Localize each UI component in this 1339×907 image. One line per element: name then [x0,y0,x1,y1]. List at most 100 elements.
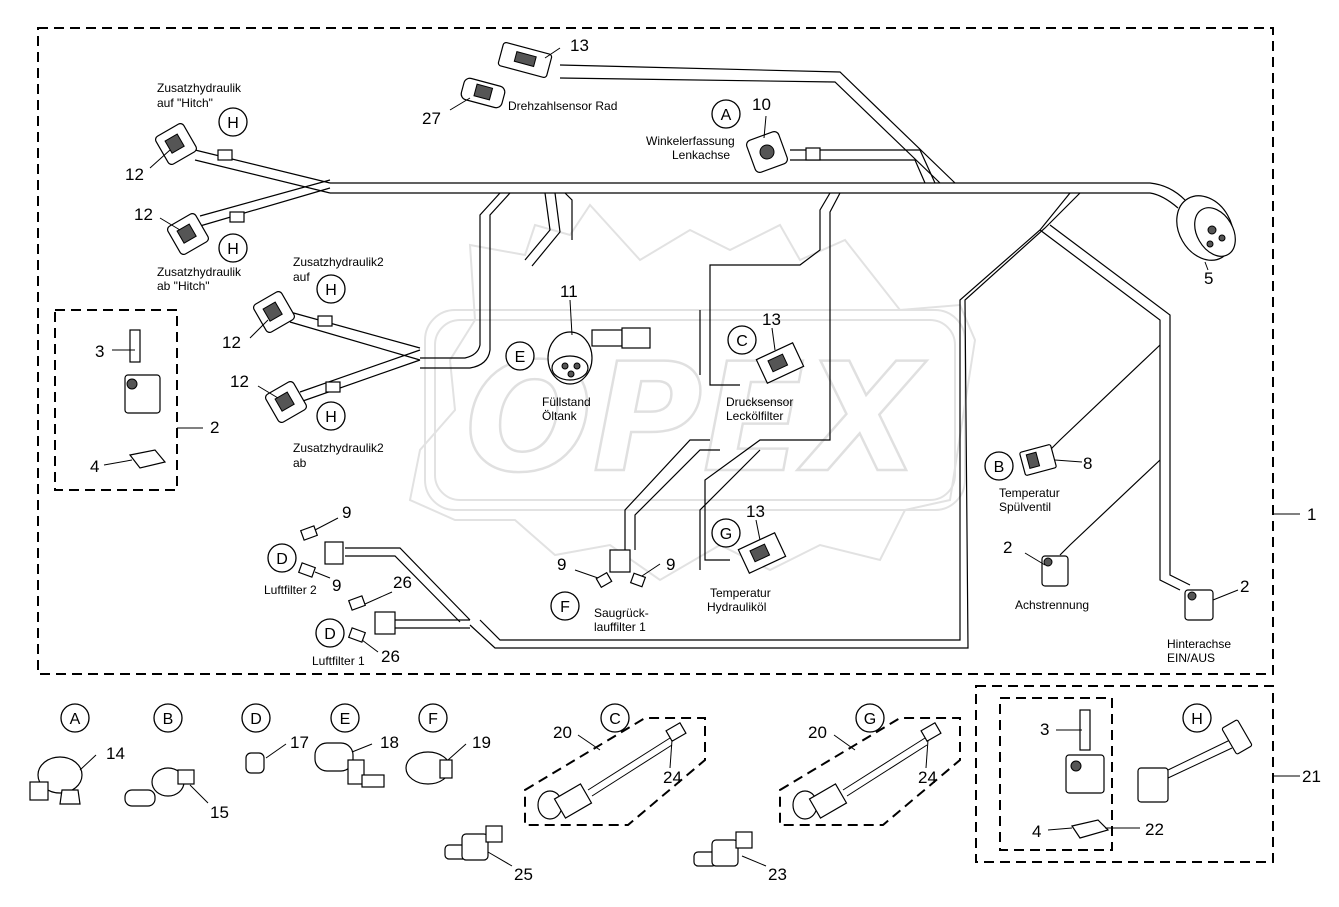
svg-text:D: D [276,551,288,568]
part-number-13-mid: 13 [762,310,781,329]
connector-8 [1019,444,1057,476]
part-14 [29,756,83,805]
part-number-4-left: 4 [90,457,99,476]
circle-A-top: A [711,99,741,129]
circle-C-mid: C [727,325,757,355]
circle-H-bot: H [1182,703,1212,733]
svg-text:H: H [325,282,337,299]
cable-kit-C [537,721,687,820]
part-number-2-hinter: 2 [1240,577,1249,596]
circle-B-bot: B [153,703,183,733]
part-number-13-top: 13 [570,36,589,55]
part-23 [693,831,753,867]
label-zh2-auf-1: Zusatzhydraulik2 [293,255,384,269]
part-number-17: 17 [290,733,309,752]
connector-13-top [497,42,553,78]
label-temp-hydr-2: Hydrauliköl [707,600,766,614]
label-hinterachse-2: EIN/AUS [1167,651,1215,665]
circle-F-bot: F [418,703,448,733]
part-number-20-b: 20 [808,723,827,742]
svg-text:A: A [70,711,81,728]
part-number-12-a: 12 [125,165,144,184]
connector-13-mid [755,341,805,385]
svg-text:B: B [994,459,1005,476]
loose-parts [29,709,1253,867]
label-drucksensor-2: Leckölfilter [726,409,783,423]
circle-D-b: D [315,618,345,648]
connector-12-c [253,291,333,333]
label-drucksensor-1: Drucksensor [726,395,793,409]
subassembly-box-21-inner [999,697,1113,851]
part-18 [314,742,385,788]
part-number-23: 23 [768,865,787,884]
description-labels: Drehzahlsensor Rad Winkelerfassung Lenka… [157,81,1231,668]
valve-plug-2-hinterachse [1184,589,1214,621]
part-number-1: 1 [1307,505,1316,524]
circle-G-mid: G [711,518,741,548]
part-number-18: 18 [380,733,399,752]
label-luftfilter-2: Luftfilter 2 [264,583,317,597]
harness-parts [124,42,1236,643]
label-winkel-1: Winkelerfassung [646,134,735,148]
svg-text:F: F [428,711,438,728]
valve-plug-2-achstrennung [1041,555,1069,587]
label-temp-spuel-2: Spülventil [999,500,1051,514]
circle-H-d: H [316,401,346,431]
sensor-11 [547,327,651,385]
circle-B-mid: B [984,451,1014,481]
part-number-8: 8 [1083,454,1092,473]
part-number-9-d: 9 [666,555,675,574]
part-15 [124,767,195,807]
part-number-20-a: 20 [553,723,572,742]
part-number-3-left: 3 [95,342,104,361]
subassembly-box-2 [54,309,178,491]
label-zh2-ab-1: Zusatzhydraulik2 [293,441,384,455]
part-number-5: 5 [1204,269,1213,288]
part-number-12-c: 12 [222,333,241,352]
opex-watermark: OPEX [408,203,977,582]
subassembly-box-21 [975,685,1274,863]
valve-plug-21 [1065,709,1110,839]
kit-box-G [779,717,961,826]
connector-5 [1176,195,1236,261]
circle-H-a: H [218,107,248,137]
part-number-21: 21 [1302,767,1321,786]
circle-F-mid: F [550,591,580,621]
svg-text:D: D [324,626,336,643]
harness-wires [194,64,1191,649]
label-winkel-2: Lenkachse [672,148,730,162]
part-19 [405,751,453,785]
circle-H-c: H [316,274,346,304]
part-number-9-a: 9 [342,503,351,522]
part-number-15: 15 [210,803,229,822]
connector-12-d [265,381,341,423]
circle-D-a: D [267,543,297,573]
label-zh2-ab-2: ab [293,456,307,470]
part-number-14: 14 [106,744,125,763]
connector-10 [746,131,821,173]
svg-text:F: F [560,599,570,616]
label-saug-2: lauffilter 1 [594,620,646,634]
part-22 [1137,719,1253,803]
label-temp-spuel-1: Temperatur [999,486,1060,500]
part-number-12-d: 12 [230,372,249,391]
part-number-4-right: 4 [1032,822,1041,841]
part-17 [245,752,265,774]
label-zh-hitch-auf-1: Zusatzhydraulik [157,81,242,95]
part-number-10: 10 [752,95,771,114]
label-luftfilter-1: Luftfilter 1 [312,654,365,668]
main-assembly-box [37,27,1274,675]
connector-13-low [737,531,787,575]
part-number-24-b: 24 [918,768,937,787]
label-achstrennung: Achstrennung [1015,598,1089,612]
part-number-9-c: 9 [557,555,566,574]
cable-kit-G [792,721,942,820]
part-number-25: 25 [514,865,533,884]
label-zh-hitch-auf-2: auf "Hitch" [157,96,213,110]
svg-text:H: H [325,409,337,426]
svg-text:C: C [736,333,748,350]
circle-H-b: H [218,233,248,263]
part-number-22: 22 [1145,820,1164,839]
watermark-text: OPEX [465,332,927,506]
